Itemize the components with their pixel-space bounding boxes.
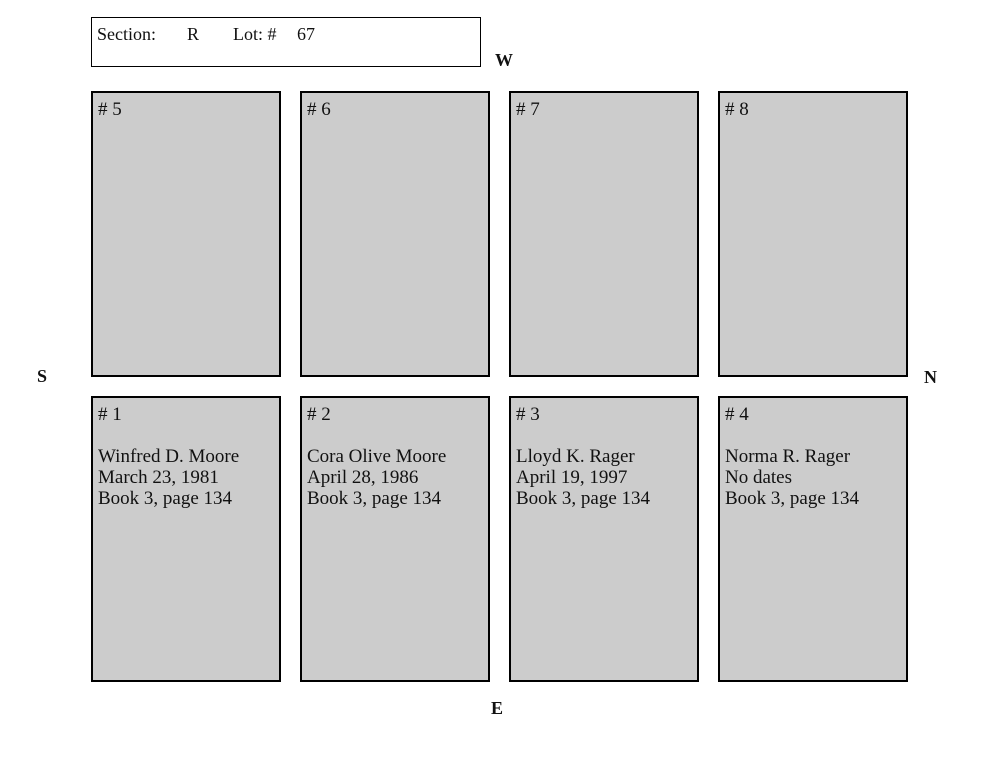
burial-name: Cora Olive Moore: [307, 446, 447, 467]
burial-record: Book 3, page 134: [307, 488, 442, 509]
burial-info: Cora Olive Moore April 28, 1986 Book 3, …: [307, 446, 446, 509]
plot-8: # 8: [718, 91, 908, 377]
burial-date: April 28, 1986: [307, 467, 419, 488]
burial-name: Winfred D. Moore: [98, 446, 240, 467]
burial-name: Lloyd K. Rager: [516, 446, 635, 467]
plot-number: # 1: [98, 404, 122, 425]
section-lot-header: Section: R Lot: # 67: [91, 17, 481, 67]
plot-number: # 4: [725, 404, 749, 425]
section-label: Section:: [97, 24, 156, 44]
burial-info: Lloyd K. Rager April 19, 1997 Book 3, pa…: [516, 446, 650, 509]
plot-number: # 2: [307, 404, 331, 425]
burial-date: March 23, 1981: [98, 467, 219, 488]
compass-east: E: [491, 698, 504, 718]
plot-4: # 4 Norma R. Rager No dates Book 3, page…: [718, 396, 908, 682]
plot-number: # 8: [725, 99, 749, 120]
burial-info: Winfred D. Moore March 23, 1981 Book 3, …: [98, 446, 239, 509]
compass-south: S: [37, 366, 48, 386]
burial-date: No dates: [725, 467, 793, 488]
compass-west: W: [495, 50, 513, 70]
burial-name: Norma R. Rager: [725, 446, 851, 467]
lot-value: 67: [297, 24, 315, 44]
compass-north: N: [924, 367, 937, 387]
plot-6: # 6: [300, 91, 490, 377]
burial-date: April 19, 1997: [516, 467, 628, 488]
section-value: R: [187, 24, 200, 44]
plot-number: # 3: [516, 404, 540, 425]
plot-7: # 7: [509, 91, 699, 377]
plot-1: # 1 Winfred D. Moore March 23, 1981 Book…: [91, 396, 281, 682]
burial-record: Book 3, page 134: [516, 488, 651, 509]
plot-2: # 2 Cora Olive Moore April 28, 1986 Book…: [300, 396, 490, 682]
plot-5: # 5: [91, 91, 281, 377]
plot-3: # 3 Lloyd K. Rager April 19, 1997 Book 3…: [509, 396, 699, 682]
burial-info: Norma R. Rager No dates Book 3, page 134: [725, 446, 859, 509]
lot-label: Lot: #: [233, 24, 277, 44]
plot-number: # 5: [98, 99, 122, 120]
burial-record: Book 3, page 134: [725, 488, 860, 509]
burial-record: Book 3, page 134: [98, 488, 233, 509]
plot-number: # 6: [307, 99, 331, 120]
plot-number: # 7: [516, 99, 540, 120]
